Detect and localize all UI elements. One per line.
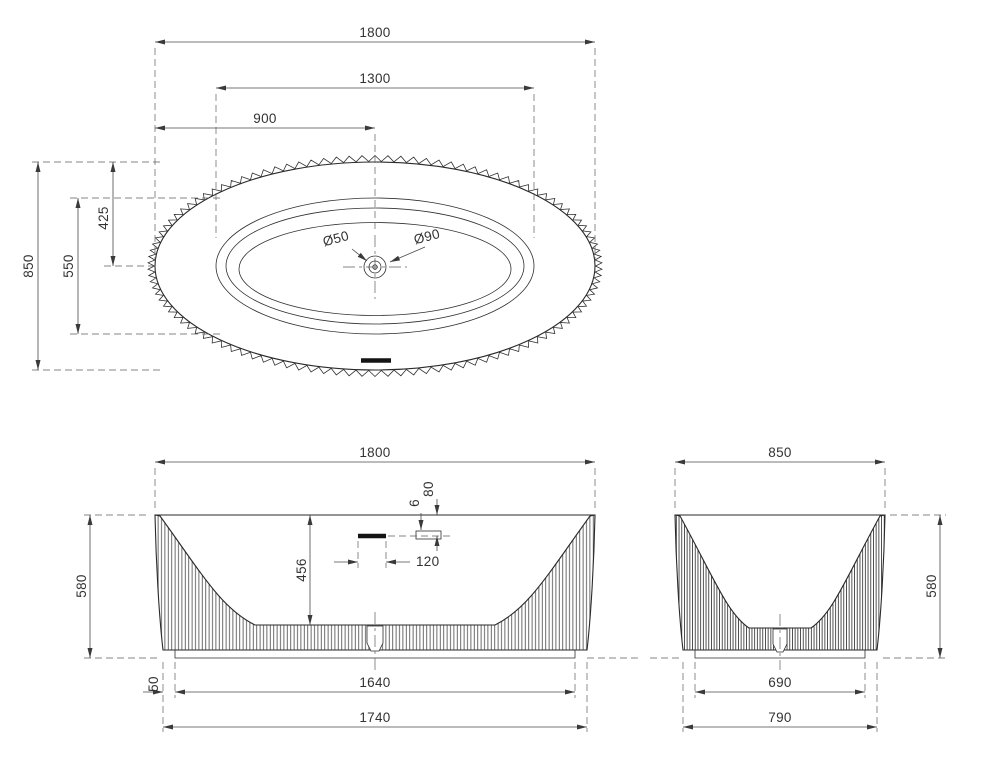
dimension-lines — [675, 459, 943, 730]
dim-top-basin-length: 1300 — [359, 71, 390, 86]
dim-front-overflow-width: 120 — [416, 554, 439, 569]
drain-symbol — [343, 235, 407, 299]
front-view-dimensions: 1800 580 456 80 6 120 1640 50 1740 — [74, 445, 640, 732]
dim-front-overflow-drop: 80 — [421, 481, 436, 497]
top-view-dimensions: 1800 1300 900 850 550 425 Ø50 Ø90 — [21, 25, 596, 371]
side-view-dimensions: 850 580 690 790 — [650, 445, 946, 732]
dimension-lines — [87, 459, 595, 730]
fluted-wall-section — [674, 514, 886, 651]
overflow-detail — [415, 530, 442, 540]
dim-top-half-length: 900 — [253, 111, 276, 126]
dim-front-base-inner-length: 1640 — [359, 675, 390, 690]
dim-front-overall-length: 1800 — [359, 445, 390, 460]
dim-front-overflow-gap: 6 — [407, 499, 422, 507]
dim-top-half-width: 425 — [96, 206, 111, 229]
extension-lines — [84, 468, 640, 732]
dimension-lines — [35, 39, 595, 370]
side-elevation-view: 850 580 690 790 — [650, 445, 946, 732]
basin-rim-outer — [215, 197, 535, 335]
extension-lines — [32, 48, 596, 371]
label-drain-inner-diameter: Ø50 — [321, 228, 350, 249]
dim-front-base-inset: 50 — [146, 676, 161, 692]
dim-side-base-width: 790 — [768, 710, 791, 725]
dim-side-overall-height: 580 — [924, 574, 939, 597]
dim-top-overall-width: 850 — [21, 254, 36, 277]
front-elevation-view: 1800 580 456 80 6 120 1640 50 1740 — [74, 445, 640, 732]
dim-front-overall-height: 580 — [74, 574, 89, 597]
label-drain-outer-diameter: Ø90 — [412, 226, 441, 247]
dim-front-inner-depth: 456 — [294, 558, 309, 581]
side-view-outline — [674, 514, 886, 670]
dim-front-base-length: 1740 — [359, 710, 390, 725]
dim-top-basin-width: 550 — [61, 254, 76, 277]
top-view: 1800 1300 900 850 550 425 Ø50 Ø90 — [21, 25, 603, 378]
dim-side-overall-width: 850 — [768, 445, 791, 460]
front-view-outline — [154, 514, 596, 670]
fluted-wall-section — [154, 514, 596, 651]
extension-lines — [650, 468, 946, 732]
dim-side-base-inner-width: 690 — [768, 675, 791, 690]
plinth — [694, 650, 866, 659]
basin-rim-inner — [225, 207, 525, 325]
dim-top-overall-length: 1800 — [359, 25, 390, 40]
